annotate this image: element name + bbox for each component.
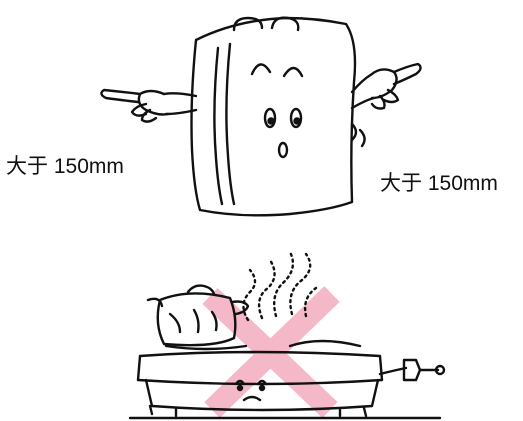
stove-illustration bbox=[128, 250, 446, 420]
right-clearance-label: 大于 150mm bbox=[380, 172, 498, 195]
left-clearance-label: 大于 150mm bbox=[6, 155, 124, 178]
